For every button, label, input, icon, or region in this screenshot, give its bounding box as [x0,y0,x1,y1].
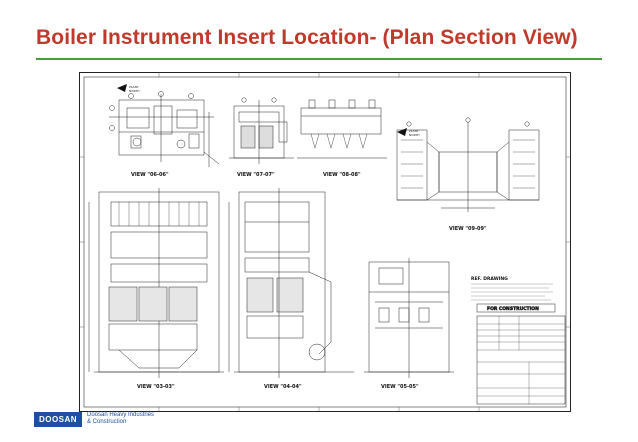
svg-text:NORTH: NORTH [129,89,140,93]
company-logo: DOOSAN Doosan Heavy Industries & Constru… [34,409,154,429]
company-name: Doosan Heavy Industries & Construction [87,412,154,426]
company-name-line1: Doosan Heavy Industries [87,412,155,418]
view-05-05-label: VIEW "05-05" [381,384,419,390]
doosan-logo-mark: DOOSAN [34,411,82,427]
view-08-08 [297,99,387,159]
view-05-05 [364,258,454,378]
view-09-09-label: VIEW "09-09" [449,226,487,232]
ref-drawing-heading: REF. DRAWING [471,276,508,282]
view-06-06-label: VIEW "06-06" [131,172,169,178]
view-08-08-label: VIEW "08-08" [323,172,361,178]
slide-title: Boiler Instrument Insert Location- (Plan… [36,26,578,49]
title-block: FOR CONSTRUCTION [476,303,566,405]
view-03-03 [88,188,230,378]
svg-text:PLANT: PLANT [409,129,419,133]
view-03-03-label: VIEW "03-03" [137,384,175,390]
title-divider [36,58,602,60]
view-04-04-label: VIEW "04-04" [264,384,302,390]
view-07-07 [229,97,294,164]
company-name-line2: & Construction [87,419,127,425]
view-07-07-label: VIEW "07-07" [237,172,275,178]
reference-drawing-list: REF. DRAWING [471,276,553,301]
svg-text:NORTH: NORTH [409,133,420,137]
view-09-09 [396,117,540,212]
svg-text:PLANT: PLANT [129,85,139,89]
view-06-06 [109,91,220,167]
view-04-04 [234,188,354,378]
for-construction-label: FOR CONSTRUCTION [487,306,539,312]
